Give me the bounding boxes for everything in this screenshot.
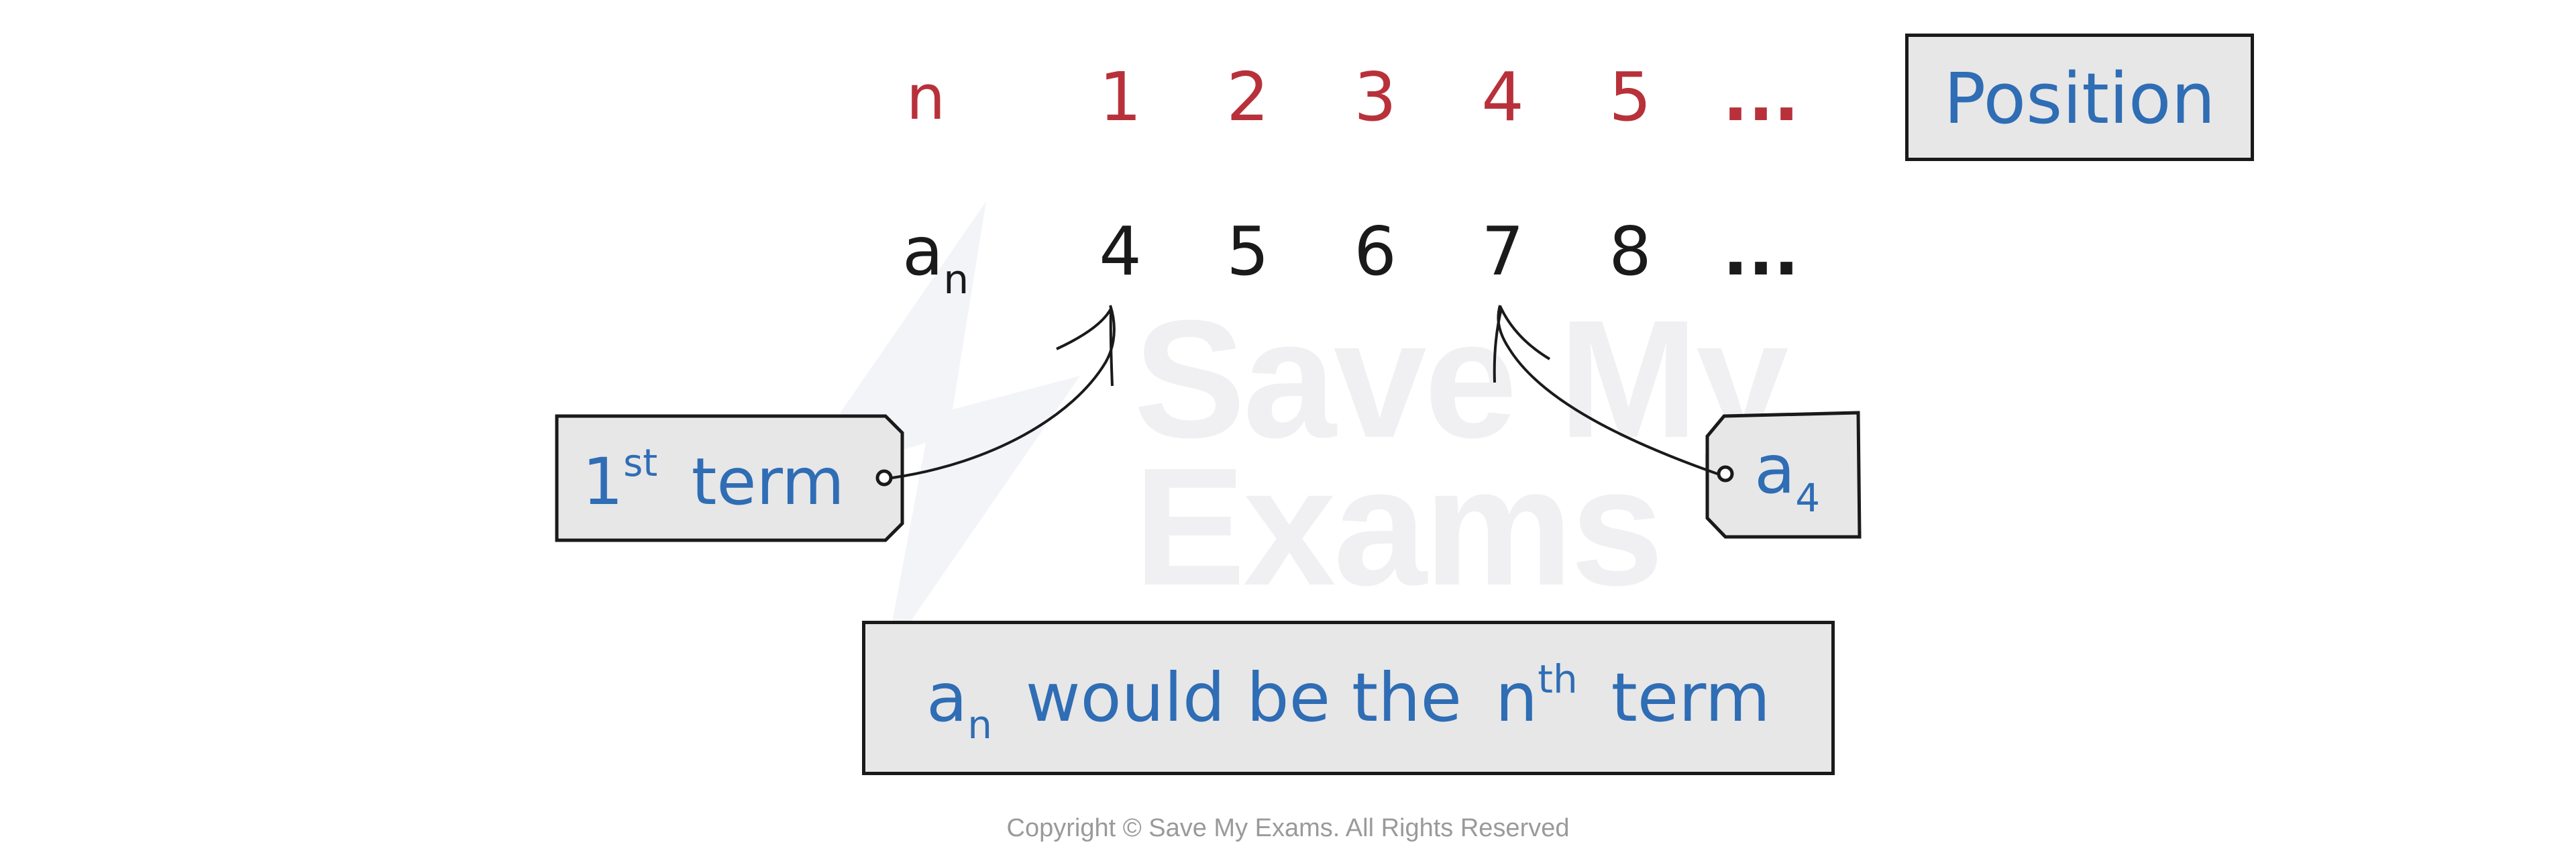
- term-5: 8: [1609, 212, 1652, 291]
- a4-tag-outline: [1705, 411, 1862, 539]
- term-label: an: [902, 218, 969, 301]
- arrow-first-term-head: [1056, 308, 1114, 387]
- position-ellipsis: ...: [1723, 58, 1799, 136]
- position-2: 2: [1226, 58, 1269, 136]
- first-term-tag-label: 1st term: [582, 445, 845, 515]
- definition-box: an would be the nth term: [862, 621, 1835, 775]
- copyright-text: Copyright © Save My Exams. All Rights Re…: [1006, 814, 1570, 842]
- first-term-number: 1: [582, 444, 624, 519]
- position-5: 5: [1609, 58, 1652, 136]
- term-3: 6: [1354, 212, 1397, 291]
- definition-middle: would be the: [1025, 658, 1462, 737]
- first-term-tag-hole: [875, 469, 893, 487]
- definition-n-superscript: th: [1538, 656, 1578, 702]
- term-1: 4: [1099, 212, 1142, 291]
- watermark-line2: Exams: [1134, 433, 1664, 620]
- a4-subscript: 4: [1795, 475, 1821, 521]
- definition-a: a: [926, 658, 968, 737]
- first-term-tag-outline: [555, 414, 904, 542]
- definition-text: an would be the nth term: [865, 660, 1831, 744]
- definition-a-subscript: n: [967, 702, 992, 748]
- term-4: 7: [1481, 212, 1524, 291]
- a4-tag-label: a4: [1754, 436, 1820, 518]
- term-ellipsis: ...: [1723, 212, 1799, 291]
- term-label-sub: n: [943, 256, 969, 303]
- definition-n: n: [1495, 658, 1538, 737]
- position-1: 1: [1099, 58, 1142, 136]
- term-2: 5: [1226, 212, 1269, 291]
- position-label: n: [906, 62, 946, 134]
- position-4: 4: [1481, 58, 1524, 136]
- position-box: Position: [1905, 34, 2254, 161]
- position-3: 3: [1354, 58, 1397, 136]
- arrow-first-term: [892, 305, 1116, 479]
- definition-end: term: [1611, 658, 1771, 737]
- arrow-a4-head: [1493, 305, 1551, 383]
- a4-tag-hole: [1717, 465, 1734, 483]
- position-box-label: Position: [1943, 58, 2216, 140]
- watermark-line1: Save My: [1134, 285, 1789, 472]
- a4-base: a: [1754, 430, 1796, 509]
- first-term-word: term: [691, 444, 845, 519]
- first-term-superscript: st: [623, 442, 658, 485]
- term-label-base: a: [902, 212, 944, 291]
- arrow-a4: [1497, 305, 1718, 475]
